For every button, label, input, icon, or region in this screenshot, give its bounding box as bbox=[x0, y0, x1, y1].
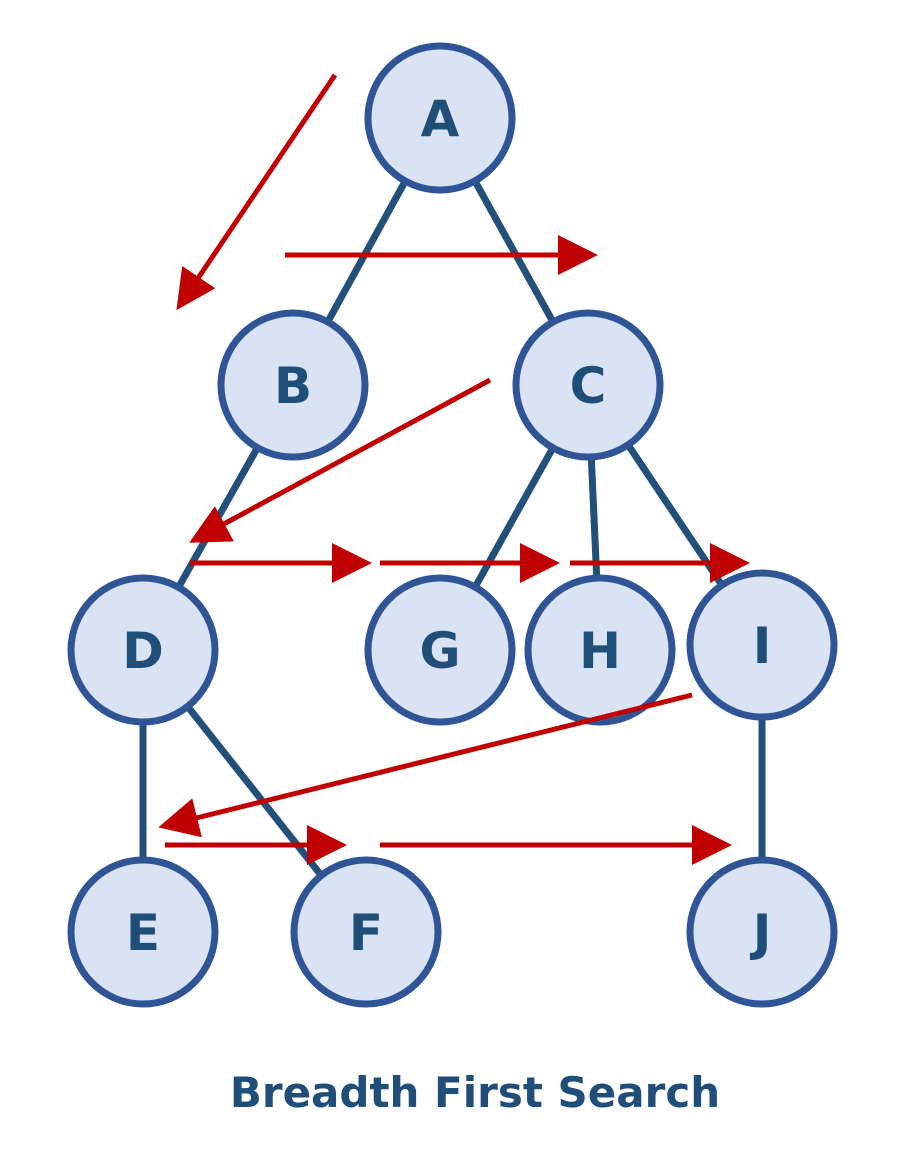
node-circle bbox=[217, 309, 369, 461]
node-label: G bbox=[419, 622, 460, 680]
traversal-arrow-3 bbox=[189, 377, 492, 543]
node-label: A bbox=[421, 90, 460, 148]
node-G: G bbox=[364, 574, 516, 726]
node-circle bbox=[67, 574, 219, 726]
traversal-arrow-7 bbox=[158, 692, 693, 838]
node-label: B bbox=[274, 357, 312, 415]
diagram-title: Breadth First Search bbox=[229, 1068, 721, 1117]
node-label: E bbox=[126, 904, 160, 962]
node-label: I bbox=[753, 617, 772, 675]
node-label: C bbox=[570, 357, 607, 415]
node-circle bbox=[364, 574, 516, 726]
node-B: B bbox=[217, 309, 369, 461]
node-circle bbox=[686, 856, 838, 1008]
node-circle bbox=[67, 856, 219, 1008]
node-J: J bbox=[686, 856, 838, 1008]
node-label: J bbox=[750, 904, 772, 962]
node-H: H bbox=[524, 574, 676, 726]
node-E: E bbox=[67, 856, 219, 1008]
node-circle bbox=[686, 569, 838, 721]
node-circle bbox=[524, 574, 676, 726]
traversal-arrow-1 bbox=[176, 73, 338, 311]
node-F: F bbox=[290, 856, 442, 1008]
node-circle bbox=[512, 309, 664, 461]
node-circle bbox=[290, 856, 442, 1008]
node-C: C bbox=[512, 309, 664, 461]
node-label: D bbox=[122, 622, 164, 680]
node-D: D bbox=[67, 574, 219, 726]
node-label: H bbox=[579, 622, 621, 680]
node-circle bbox=[364, 42, 516, 194]
node-I: I bbox=[686, 569, 838, 721]
node-A: A bbox=[364, 42, 516, 194]
node-label: F bbox=[349, 904, 383, 962]
